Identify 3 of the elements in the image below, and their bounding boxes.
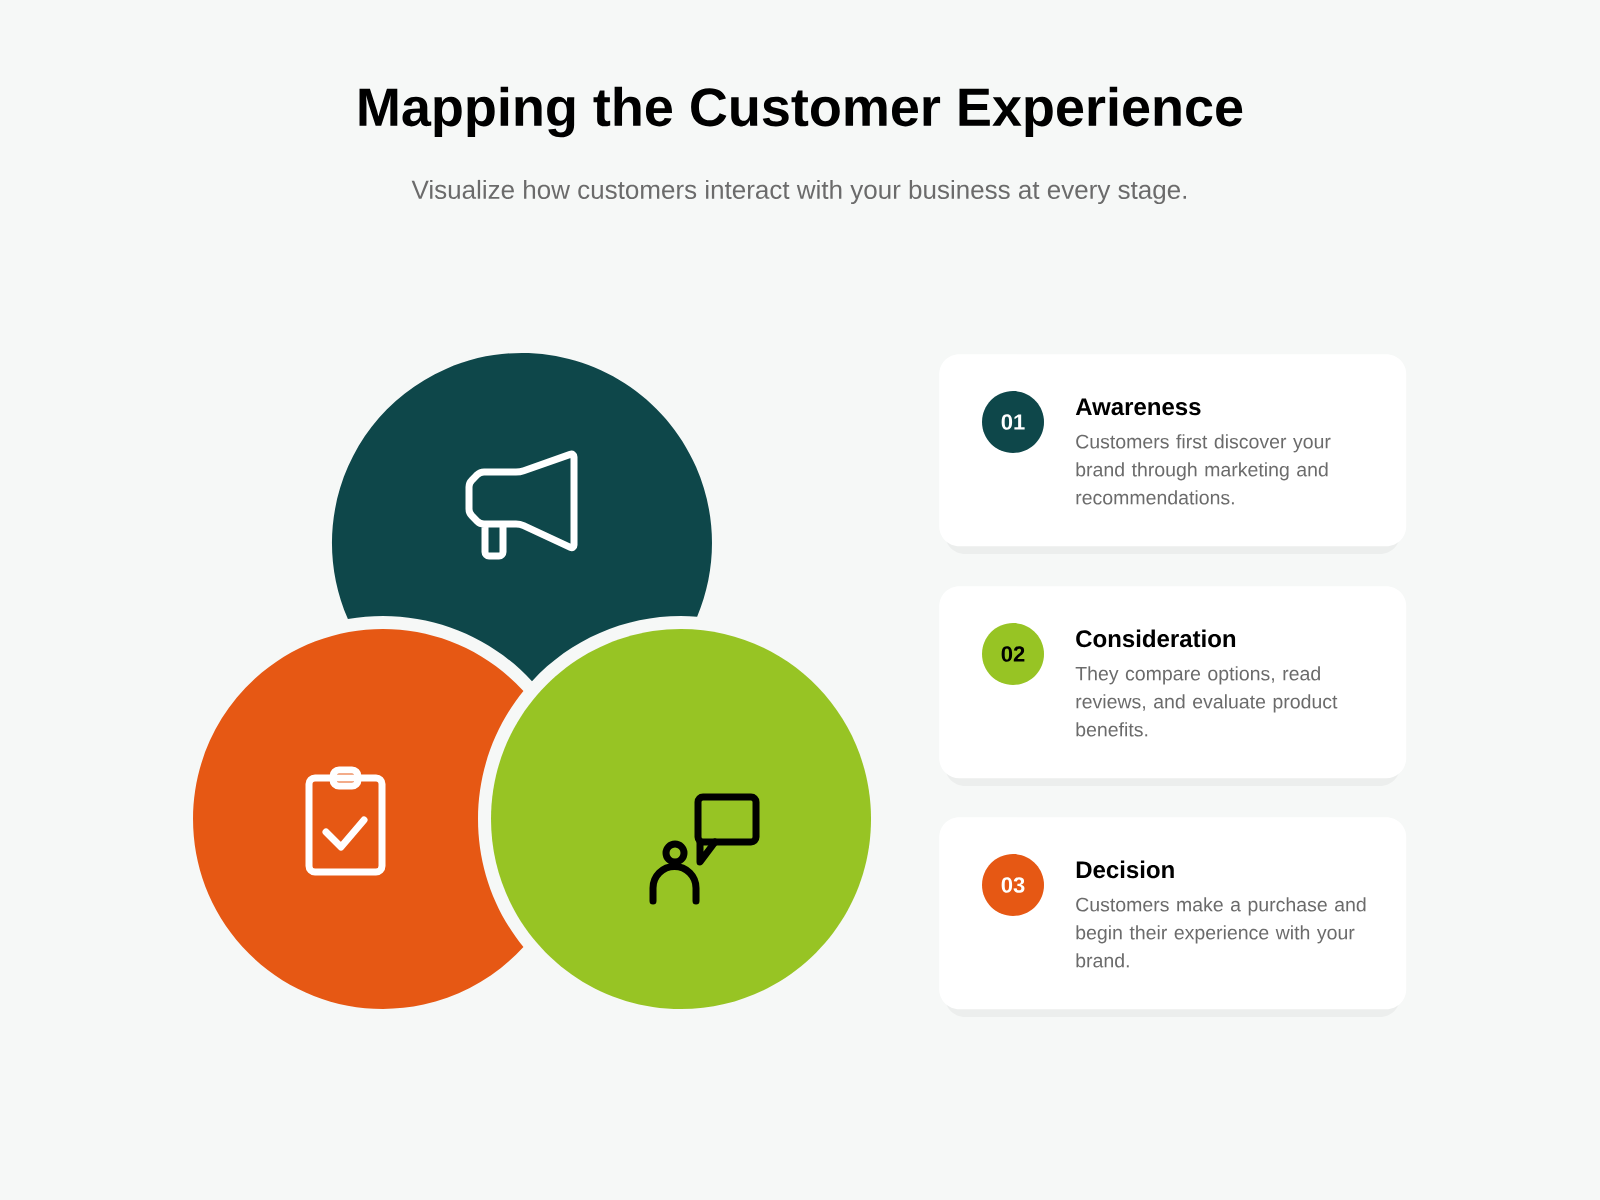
subtitle: Visualize how customers interact with your business at every stage. <box>411 179 1186 205</box>
title: Mapping the Customer Experience <box>359 86 1243 138</box>
segment-circle <box>491 629 871 1009</box>
